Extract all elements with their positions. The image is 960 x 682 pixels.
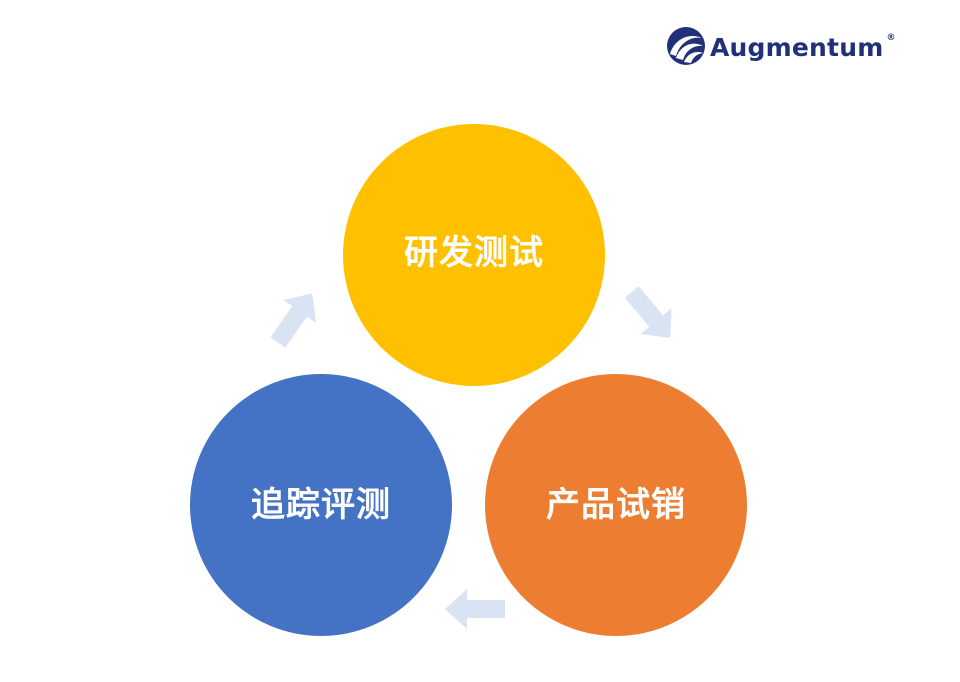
cycle-arrow-right-to-left	[445, 589, 505, 629]
node-tracking-evaluation: 追踪评测	[190, 374, 452, 636]
augmentum-logo: Augmentum ®	[666, 26, 896, 66]
node-product-trial-sale-label: 产品试销	[546, 484, 686, 525]
cycle-arrow-left-to-top	[270, 293, 316, 348]
cycle-arrow-top-to-right	[624, 286, 672, 338]
logo-wordmark: Augmentum	[710, 32, 884, 62]
registered-mark: ®	[886, 33, 896, 43]
node-tracking-evaluation-label: 追踪评测	[251, 484, 391, 525]
node-rd-testing-label: 研发测试	[404, 232, 544, 273]
arrow-shape	[624, 286, 672, 338]
augmentum-logo-mark-icon	[667, 27, 705, 65]
arrow-shape	[445, 589, 505, 629]
arrow-shape	[270, 293, 316, 348]
node-rd-testing: 研发测试	[343, 124, 605, 386]
node-product-trial-sale: 产品试销	[485, 374, 747, 636]
